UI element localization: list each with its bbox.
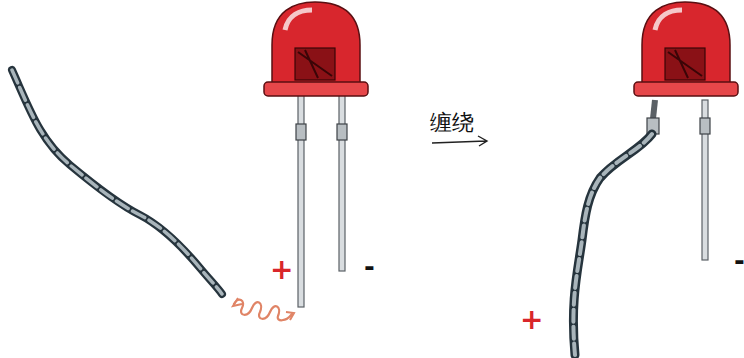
process-arrow xyxy=(432,136,487,146)
action-label: 缠绕 xyxy=(430,112,474,134)
polarity-minus: - xyxy=(734,248,744,274)
led xyxy=(264,2,368,307)
led-wrapped xyxy=(573,2,738,355)
coil-symbol xyxy=(234,300,292,321)
polarity-minus: - xyxy=(364,254,375,280)
polarity-plus: + xyxy=(520,306,543,334)
polarity-plus: + xyxy=(270,256,293,284)
coil-arrow xyxy=(233,298,294,320)
twisted-wire xyxy=(12,70,222,294)
